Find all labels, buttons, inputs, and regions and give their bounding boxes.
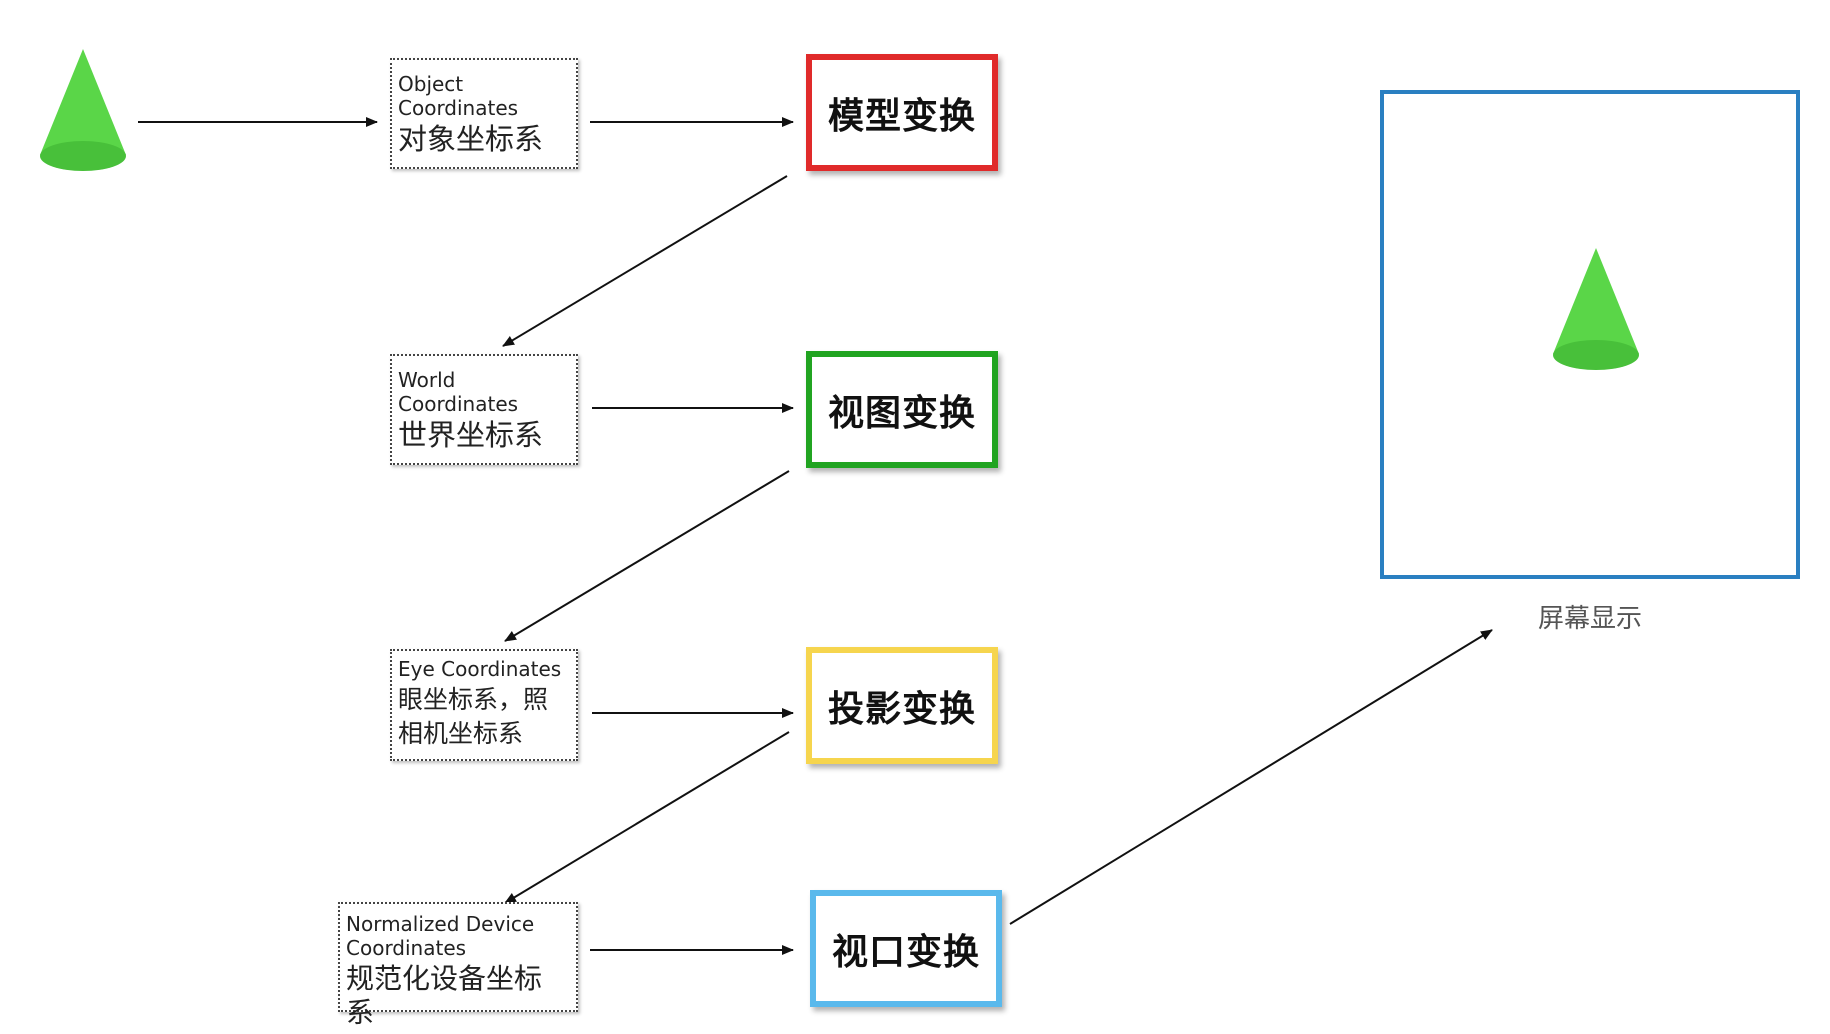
model-transform-label: 模型变换: [827, 95, 976, 137]
world-coordinates-zh: 世界坐标系: [398, 418, 544, 452]
object-coordinates-box: Object Coordinates 对象坐标系: [390, 58, 578, 169]
object-coordinates-en: Object Coordinates: [398, 72, 519, 120]
projection-transform-label: 投影变换: [827, 688, 976, 730]
eye-coordinates-en: Eye Coordinates: [398, 657, 562, 681]
arrow-projection-to-ndc: [504, 731, 790, 904]
ndc-coordinates-zh: 规范化设备坐标系: [346, 962, 543, 1029]
source-cone-icon: [40, 49, 126, 171]
world-coordinates-en: World Coordinates: [398, 368, 519, 416]
arrow-model-to-world: [502, 175, 788, 347]
view-transform-label: 视图变换: [827, 392, 976, 434]
viewport-transform-label: 视口变换: [831, 931, 980, 973]
projection-transform-box: 投影变换: [806, 647, 998, 764]
eye-coordinates-box: Eye Coordinates 眼坐标系，照相机坐标系: [390, 649, 578, 761]
eye-coordinates-zh: 眼坐标系，照相机坐标系: [398, 685, 549, 748]
arrow-viewport-to-screen: [1009, 629, 1493, 925]
ndc-coordinates-en: Normalized Device Coordinates: [346, 912, 535, 960]
model-transform-box: 模型变换: [806, 54, 998, 171]
object-coordinates-zh: 对象坐标系: [398, 122, 544, 156]
viewport-transform-box: 视口变换: [810, 890, 1002, 1007]
screen-display-frame: [1380, 90, 1800, 579]
arrow-view-to-eye: [504, 470, 790, 642]
ndc-coordinates-box: Normalized Device Coordinates 规范化设备坐标系: [338, 902, 578, 1029]
world-coordinates-box: World Coordinates 世界坐标系: [390, 354, 578, 465]
view-transform-box: 视图变换: [806, 351, 998, 468]
screen-display-label: 屏幕显示: [1537, 604, 1642, 634]
screen-cone-icon: [1553, 248, 1639, 370]
